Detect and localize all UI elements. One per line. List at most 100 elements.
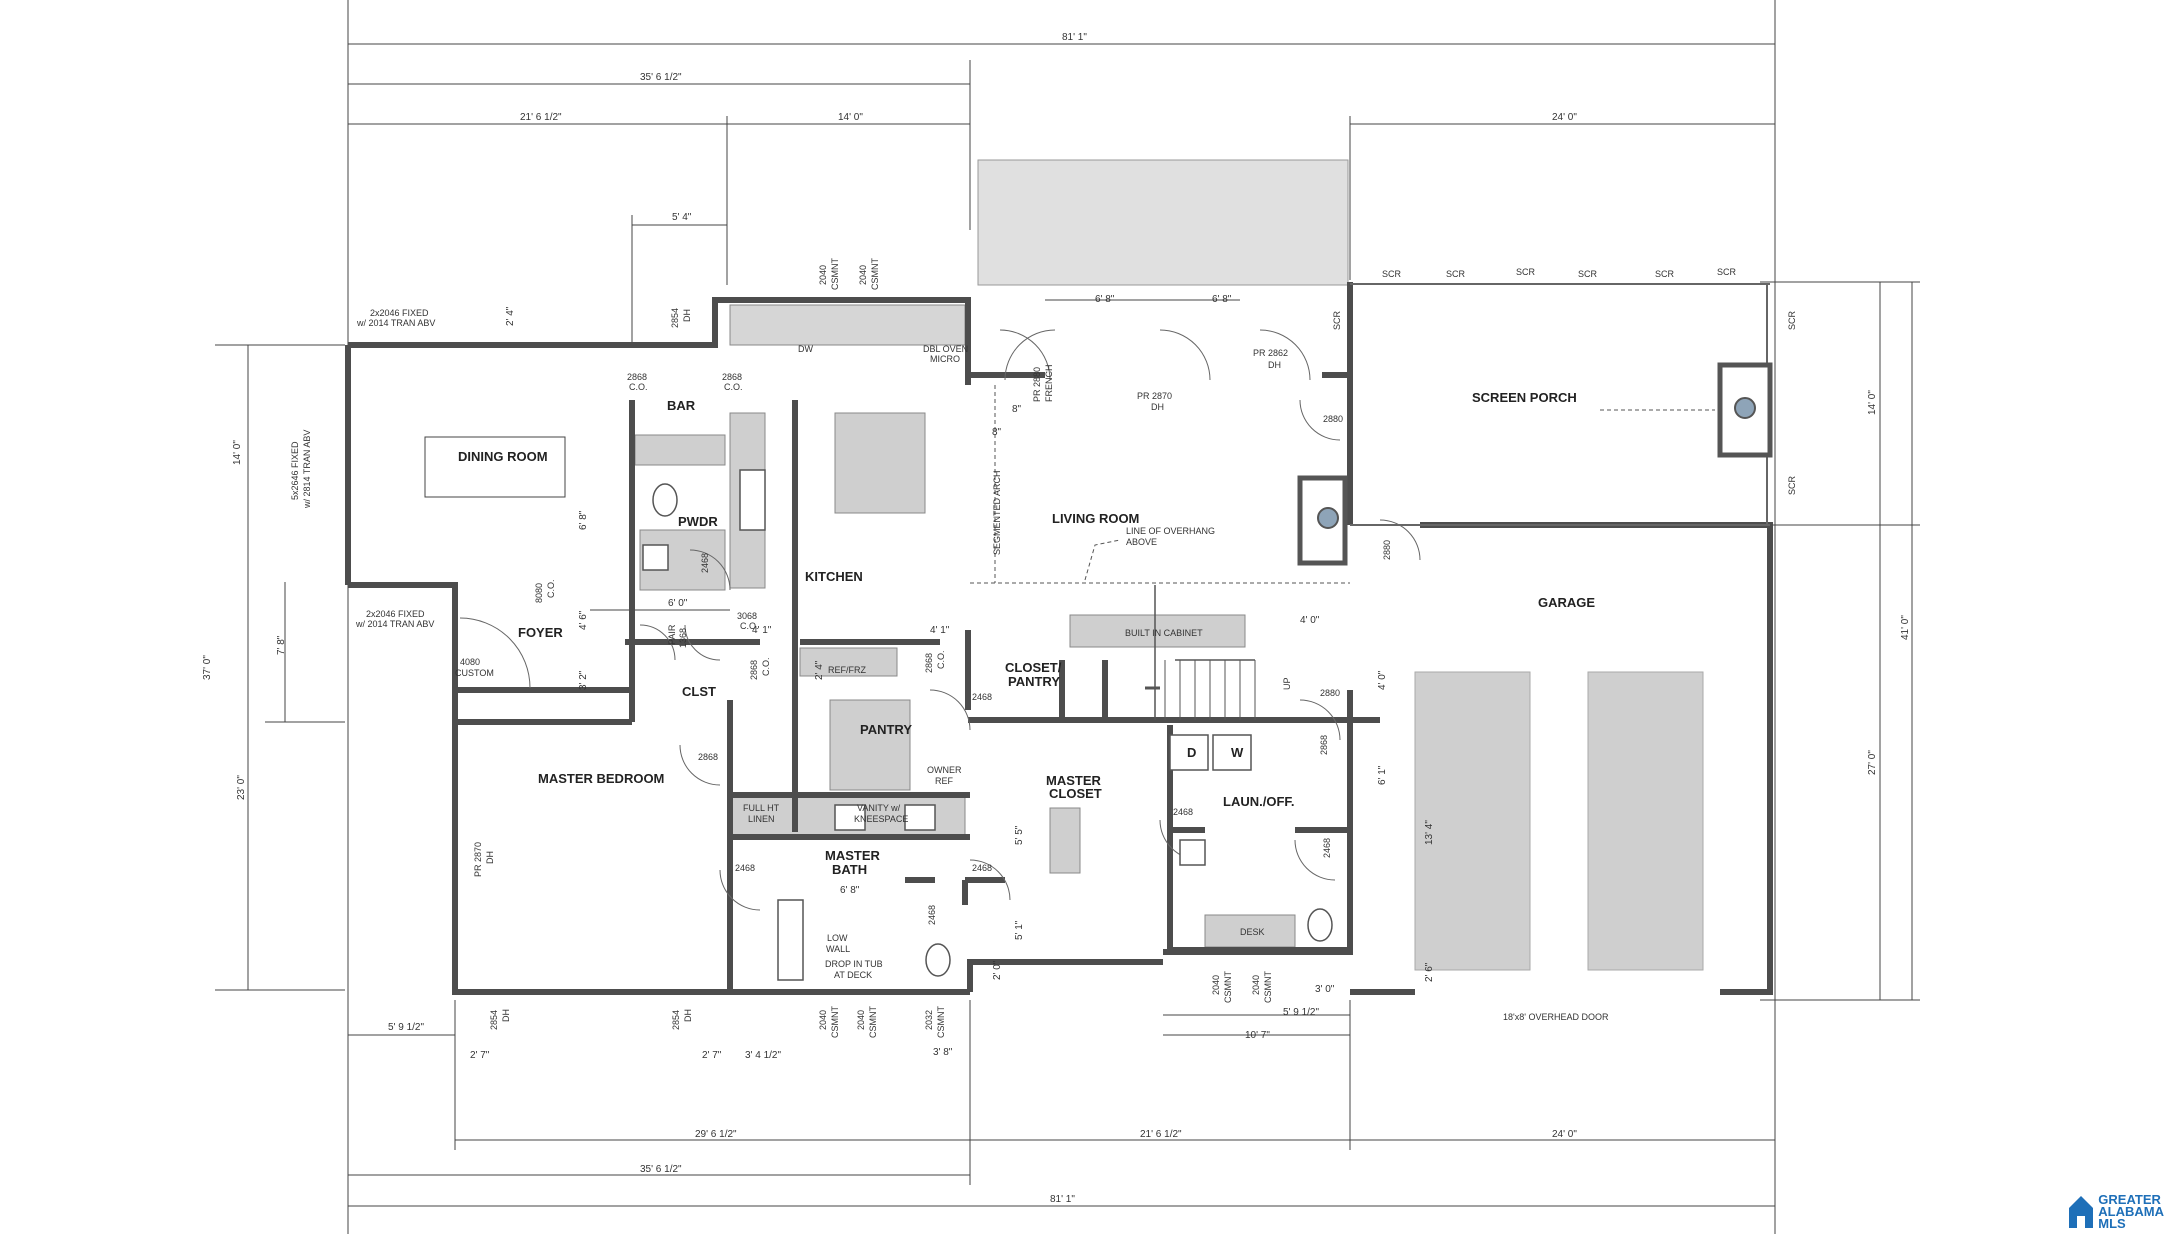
- lbl-ref-frz: REF/FRZ: [828, 665, 866, 675]
- lbl-csmnt-b-1: 2040: [858, 265, 868, 285]
- dim-bottom-total: 81' 1": [1050, 1194, 1075, 1205]
- dim-foyer-3-2: 3' 2": [578, 670, 589, 690]
- lbl-csmnt-a-2: CSMNT: [830, 258, 840, 290]
- lbl-overhang-2: ABOVE: [1126, 537, 1157, 547]
- dimension-lines: [215, 0, 1920, 1234]
- dim-bottom-5-9: 5' 9 1/2": [388, 1022, 424, 1033]
- lbl-pr2870-left-2: DH: [485, 851, 495, 864]
- room-laundry: LAUN./OFF.: [1223, 794, 1295, 809]
- dining-table: [424, 436, 566, 498]
- lbl-owner-ref-1: OWNER: [927, 765, 962, 775]
- dim-bottom-21-6: 21' 6 1/2": [1140, 1129, 1182, 1140]
- lbl-scr-c: SCR: [1446, 269, 1466, 279]
- lbl-co-b-2: C.O.: [724, 382, 743, 392]
- dim-left-7-8: 7' 8": [276, 635, 287, 655]
- lbl-scr-a: SCR: [1332, 310, 1342, 330]
- dim-dining-6-8: 6' 8": [578, 510, 589, 530]
- lbl-2468-bath-a: 2468: [735, 863, 755, 873]
- room-master-closet-2: CLOSET: [1049, 786, 1102, 801]
- lbl-2854-top-1: 2854: [670, 308, 680, 328]
- dim-foyer-4-6: 4' 6": [578, 610, 589, 630]
- dim-closet-5-5: 5' 5": [1014, 825, 1025, 845]
- lbl-2468-wc: 2468: [927, 905, 937, 925]
- lbl-pair-1: PAIR: [667, 624, 677, 645]
- lbl-lau-2040b-2: CSMNT: [1263, 971, 1273, 1003]
- dim-laundry-10-7: 10' 7": [1245, 1030, 1270, 1041]
- lbl-dw: DW: [798, 344, 813, 354]
- dim-top-total: 81' 1": [1062, 32, 1087, 43]
- lbl-bot-2032-2: CSMNT: [936, 1006, 946, 1038]
- lbl-bot-2854b-2: DH: [683, 1009, 693, 1022]
- dim-stair-4-0: 4' 0": [1300, 615, 1320, 626]
- dim-bottom-3-8: 3' 8": [933, 1047, 953, 1058]
- room-closet-pantry-1: CLOSET/: [1005, 660, 1062, 675]
- dim-top-left: 35' 6 1/2": [640, 72, 682, 83]
- lbl-dryer: D: [1187, 745, 1196, 760]
- dim-bar-width: 5' 4": [672, 212, 692, 223]
- logo-line-2: ALABAMA: [2098, 1204, 2164, 1219]
- lbl-2468-bath-b: 2468: [972, 863, 992, 873]
- room-pantry: PANTRY: [860, 722, 912, 737]
- room-master-bedroom: MASTER BEDROOM: [538, 771, 664, 786]
- kitchen-island: [834, 412, 926, 514]
- lbl-linen-2: LINEN: [748, 814, 775, 824]
- lbl-pr2870-left-1: PR 2870: [473, 842, 483, 877]
- lbl-dbl-oven-1: DBL OVEN: [923, 344, 968, 354]
- dim-bottom-2-7a: 2' 7": [470, 1050, 490, 1061]
- lbl-scr-b: SCR: [1382, 269, 1402, 279]
- dim-bottom-2-7b: 2' 7": [702, 1050, 722, 1061]
- room-bar: BAR: [667, 398, 696, 413]
- dim-bump: 2' 4": [505, 306, 516, 326]
- room-closet-pantry-2: PANTRY: [1008, 674, 1060, 689]
- dim-living-6-8a: 6' 8": [1095, 294, 1115, 305]
- lbl-csmnt-a-1: 2040: [818, 265, 828, 285]
- door-swings: [459, 329, 1421, 911]
- lbl-2854-top-2: DH: [682, 309, 692, 322]
- lbl-lau-2040b-1: 2040: [1251, 975, 1261, 995]
- lbl-pr2870-1: PR 2870: [1137, 391, 1172, 401]
- room-dining: DINING ROOM: [458, 449, 548, 464]
- dim-closet-2-0: 2' 0": [992, 960, 1003, 980]
- lbl-linen-1: FULL HT: [743, 803, 780, 813]
- house-icon: [2069, 1196, 2094, 1228]
- room-master-bath-2: BATH: [832, 862, 867, 877]
- lbl-built-in: BUILT IN CABINET: [1125, 628, 1203, 638]
- room-master-bath-1: MASTER: [825, 848, 881, 863]
- lbl-custom-1: 4080: [460, 657, 480, 667]
- dim-bottom-3-4: 3' 4 1/2": [745, 1050, 781, 1061]
- lbl-bot-2854a-2: DH: [501, 1009, 511, 1022]
- lbl-up: UP: [1282, 677, 1292, 690]
- lbl-scr-e: SCR: [1578, 269, 1598, 279]
- lbl-bot-2032-1: 2032: [924, 1010, 934, 1030]
- lbl-lau-2040a-1: 2040: [1211, 975, 1221, 995]
- dim-living-6-8b: 6' 8": [1212, 294, 1232, 305]
- room-living: LIVING ROOM: [1052, 511, 1139, 526]
- lbl-fixed-side-1: 5x2646 FIXED: [290, 441, 300, 500]
- lbl-custom-2: CUSTOM: [455, 668, 494, 678]
- lbl-tub-2: AT DECK: [834, 970, 872, 980]
- lbl-pr2862-2: DH: [1268, 360, 1281, 370]
- lbl-bot-2040b-2: CSMNT: [868, 1006, 878, 1038]
- lbl-lau-2040a-2: CSMNT: [1223, 971, 1233, 1003]
- dim-top-left-b: 14' 0": [838, 112, 863, 123]
- dim-bath-6-8: 6' 8": [840, 885, 860, 896]
- lbl-8080-2: C.O.: [546, 579, 556, 598]
- lbl-bot-2040a-2: CSMNT: [830, 1006, 840, 1038]
- dim-laundry-6-1: 6' 1": [1377, 765, 1388, 785]
- dim-top-right: 24' 0": [1552, 112, 1577, 123]
- lbl-low-wall-2: WALL: [826, 944, 850, 954]
- lbl-fixed-top-2: w/ 2014 TRAN ABV: [356, 318, 435, 328]
- dim-closet-4-1b: 4' 1": [752, 625, 772, 636]
- lbl-bot-2854a-1: 2854: [489, 1010, 499, 1030]
- dim-arch-8b: 8": [992, 427, 1002, 438]
- lbl-pr2862-1: PR 2862: [1253, 348, 1288, 358]
- dim-right-27: 27' 0": [1867, 750, 1878, 775]
- lbl-pr2880-1: PR 2880: [1032, 367, 1042, 402]
- greater-alabama-mls-logo: GREATER ALABAMA MLS: [2068, 1193, 2164, 1230]
- dim-garage-2-6: 2' 6": [1424, 962, 1435, 982]
- lbl-2868-pantry-2: C.O.: [761, 657, 771, 676]
- lbl-co-b-1: 2868: [722, 372, 742, 382]
- lbl-overhang-1: LINE OF OVERHANG: [1126, 526, 1215, 536]
- lbl-scr-h: SCR: [1787, 310, 1797, 330]
